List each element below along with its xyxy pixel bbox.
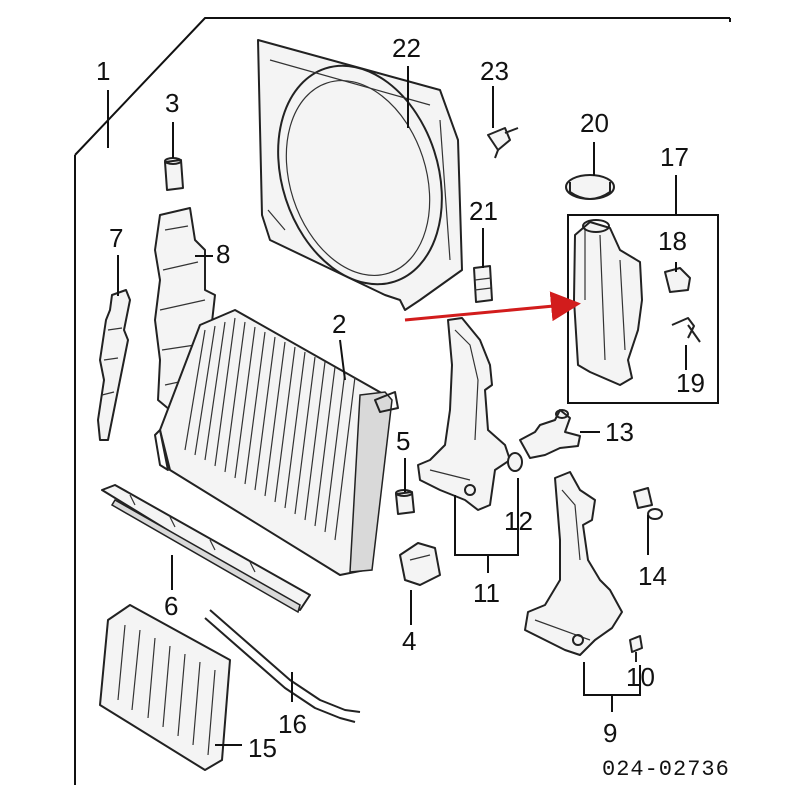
clip bbox=[507, 452, 523, 472]
label-5: 5 bbox=[396, 426, 410, 456]
label-15: 15 bbox=[248, 733, 277, 763]
lower-seal-strip bbox=[101, 484, 311, 614]
label-9: 9 bbox=[603, 718, 617, 748]
label-12: 12 bbox=[504, 506, 533, 536]
bolt bbox=[487, 127, 519, 159]
label-13: 13 bbox=[605, 417, 634, 447]
label-1: 1 bbox=[96, 56, 110, 86]
bushing bbox=[164, 157, 184, 191]
label-3: 3 bbox=[165, 88, 179, 118]
fan-shroud bbox=[257, 39, 463, 311]
label-18: 18 bbox=[658, 226, 687, 256]
temperature-switch bbox=[633, 487, 663, 520]
bleed-screw bbox=[629, 635, 643, 662]
label-7: 7 bbox=[109, 223, 123, 253]
label-14: 14 bbox=[638, 561, 667, 591]
tank-clip bbox=[664, 267, 691, 293]
support-bracket-right bbox=[524, 471, 623, 656]
highlight-arrow bbox=[404, 291, 581, 322]
leader-lines bbox=[107, 66, 687, 746]
label-17: 17 bbox=[660, 142, 689, 172]
rubber-mount bbox=[395, 489, 415, 515]
sleeve bbox=[473, 265, 493, 303]
label-16: 16 bbox=[278, 709, 307, 739]
label-19: 19 bbox=[676, 368, 705, 398]
label-23: 23 bbox=[480, 56, 509, 86]
cooler-line bbox=[204, 609, 361, 723]
side-bracket-left bbox=[97, 289, 131, 441]
label-6: 6 bbox=[164, 591, 178, 621]
label-10: 10 bbox=[626, 662, 655, 692]
label-20: 20 bbox=[580, 108, 609, 138]
label-21: 21 bbox=[469, 196, 498, 226]
support-bracket-left bbox=[417, 317, 511, 511]
level-sensor bbox=[671, 317, 701, 343]
oil-cooler bbox=[99, 604, 231, 771]
label-8: 8 bbox=[216, 239, 230, 269]
expansion-tank bbox=[573, 219, 643, 386]
mounting-pad bbox=[399, 542, 441, 586]
label-22: 22 bbox=[392, 33, 421, 63]
radiator bbox=[154, 309, 399, 576]
label-4: 4 bbox=[402, 626, 416, 656]
assembly-frame bbox=[74, 17, 731, 785]
label-11: 11 bbox=[473, 578, 500, 608]
diagram-code: 024-02736 bbox=[602, 757, 730, 782]
hose-connector bbox=[519, 409, 581, 459]
expansion-tank-cap bbox=[565, 174, 615, 200]
label-2: 2 bbox=[332, 309, 346, 339]
